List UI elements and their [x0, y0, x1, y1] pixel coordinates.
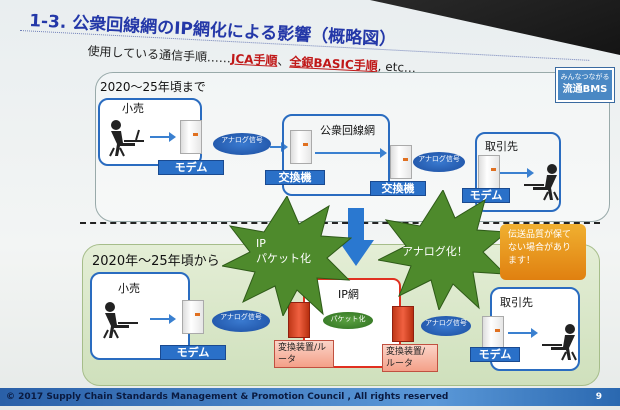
- worried-person-icon: [103, 302, 138, 339]
- modem-icon: [180, 120, 202, 154]
- analog-signal-oval: アナログ信号: [212, 310, 270, 332]
- converter-label: 変換装置/ルータ: [382, 344, 438, 372]
- arrow: [500, 168, 534, 178]
- person-at-computer-icon: [109, 120, 144, 157]
- modem-label: モデム: [160, 345, 226, 360]
- modem-icon: [482, 316, 504, 350]
- worried-person-icon: [542, 324, 577, 361]
- public-network-label: 公衆回線網: [320, 124, 375, 137]
- arrow: [315, 148, 387, 158]
- analog-signal-oval: アナログ信号: [421, 316, 471, 336]
- router-icon: [392, 306, 414, 342]
- retail-label: 小売: [122, 102, 144, 115]
- converter-label: 変換装置/ルータ: [274, 340, 334, 368]
- modem-label: モデム: [462, 188, 510, 203]
- copyright: © 2017 Supply Chain Standards Management…: [6, 392, 449, 402]
- protocol-zengin: 全銀BASIC手順: [289, 54, 379, 74]
- person-at-computer-icon: [524, 164, 559, 201]
- arrow: [270, 142, 288, 152]
- burst-analog: [378, 190, 508, 310]
- era-divider: [80, 222, 600, 224]
- footer-bar: © 2017 Supply Chain Standards Management…: [0, 388, 620, 406]
- modem-label: モデム: [158, 160, 224, 175]
- modem-icon: [478, 155, 500, 189]
- exchange-icon: [290, 130, 312, 164]
- partner-label: 取引先: [485, 140, 518, 153]
- exchange-label: 交換機: [370, 181, 426, 196]
- analog-signal-oval: アナログ信号: [413, 152, 465, 172]
- ip-network-label: IP網: [338, 288, 359, 301]
- ryutsu-bms-logo: みんなつながる流通BMS: [555, 67, 615, 103]
- slide-title: 1-3. 公衆回線網のIP網化による影響（概略図）: [28, 10, 397, 51]
- modem-icon: [182, 300, 204, 334]
- public-network-box: [282, 114, 390, 196]
- arrow: [150, 314, 176, 324]
- after-year-label: 2020年～25年頃から: [92, 254, 220, 269]
- protocol-jca: JCA手順: [230, 51, 278, 68]
- burst-ip-packet: [222, 196, 352, 316]
- modem-label: モデム: [470, 347, 520, 362]
- partner-box: [475, 132, 561, 212]
- arrow: [508, 328, 538, 338]
- packet-oval: パケット化: [323, 312, 373, 329]
- exchange-icon: [390, 145, 412, 179]
- arrow: [150, 132, 176, 142]
- retail-label: 小売: [118, 282, 140, 295]
- quality-warning: 伝送品質が保てない場合があります！: [500, 224, 586, 280]
- analog-signal-oval: アナログ信号: [213, 133, 271, 155]
- burst-ip-packet-text: IP パケット化: [256, 237, 311, 265]
- logo-tagline: みんなつながる: [560, 73, 610, 81]
- router-icon: [288, 302, 310, 338]
- logo-name: 流通BMS: [562, 84, 608, 95]
- partner-label: 取引先: [500, 296, 533, 309]
- exchange-label: 交換機: [265, 170, 325, 185]
- before-year-label: 2020～25年頃まで: [100, 80, 206, 94]
- subtitle-prefix: 使用している通信手順……: [87, 43, 232, 66]
- burst-analog-text: アナログ化！: [402, 245, 468, 258]
- page-number: 9: [595, 392, 602, 402]
- down-arrow-icon: [338, 208, 374, 266]
- subtitle-sep: 、: [277, 53, 290, 69]
